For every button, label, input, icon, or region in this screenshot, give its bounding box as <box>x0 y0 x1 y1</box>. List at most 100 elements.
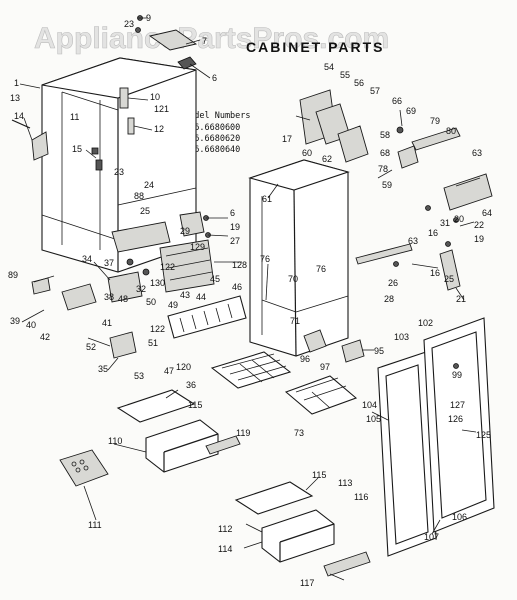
freezer-door-part <box>423 317 495 533</box>
callout-c57: 57 <box>370 86 380 96</box>
callout-c60: 60 <box>302 148 312 158</box>
top-hinge-part <box>135 15 198 70</box>
fresh-food-door-part <box>377 351 437 557</box>
callout-c105: 105 <box>366 414 381 424</box>
crisper-cover-part <box>116 389 196 423</box>
callout-c46: 46 <box>232 282 242 292</box>
callout-c27: 27 <box>230 236 240 246</box>
lower-crisper-cover-part <box>234 481 314 515</box>
callout-c9: 9 <box>146 13 151 23</box>
callout-c69: 69 <box>406 106 416 116</box>
callout-c114: 114 <box>218 544 232 554</box>
callout-c66: 66 <box>392 96 402 106</box>
control-assembly-part <box>107 239 215 303</box>
model-number: 106.6680600 <box>184 123 240 133</box>
door-rail-part <box>396 126 461 169</box>
callout-c115b: 115 <box>312 470 326 480</box>
callout-c113: 113 <box>338 478 352 488</box>
callout-c68: 68 <box>380 148 390 158</box>
callout-c41: 41 <box>102 318 112 328</box>
callout-c59: 59 <box>382 180 392 190</box>
callout-c110: 110 <box>108 436 122 446</box>
callout-c24: 24 <box>144 180 154 190</box>
callout-c120: 120 <box>176 362 191 372</box>
callout-c49: 49 <box>168 300 178 310</box>
callout-c21: 21 <box>456 294 466 304</box>
lower-side-bracket-part <box>179 211 211 238</box>
callout-c23b: 23 <box>114 167 124 177</box>
diagram-title: CABINET PARTS <box>246 39 385 55</box>
callout-c38: 38 <box>104 292 114 302</box>
crisper-drawer-part <box>145 419 219 473</box>
egg-tray-part <box>59 449 109 487</box>
callout-c6b: 6 <box>230 208 235 218</box>
callout-c12: 12 <box>154 124 164 134</box>
callout-c117: 117 <box>300 578 314 588</box>
callout-c37: 37 <box>104 258 114 268</box>
callout-c1: 1 <box>14 78 19 88</box>
watermark-text: AppliancePartsPros.com <box>34 22 389 55</box>
callout-c56: 56 <box>354 78 364 88</box>
callout-c39: 39 <box>10 316 20 326</box>
wire-shelf-part <box>210 351 292 389</box>
callout-c34: 34 <box>82 254 92 264</box>
callout-c89: 89 <box>8 270 18 280</box>
model-number: 106.6680640 <box>184 145 240 155</box>
callout-c64: 64 <box>482 208 492 218</box>
callout-c6a: 6 <box>212 73 217 83</box>
callout-c15: 15 <box>72 144 82 154</box>
callout-c29: 29 <box>180 226 190 236</box>
callout-c14: 14 <box>14 111 24 121</box>
callout-c10: 10 <box>150 92 160 102</box>
callout-c26: 26 <box>388 278 398 288</box>
callout-c88: 88 <box>134 191 144 201</box>
callout-c104: 104 <box>362 400 377 410</box>
leveling-leg-part <box>31 277 137 359</box>
callout-c16b: 16 <box>430 268 440 278</box>
callout-c40: 40 <box>26 320 36 330</box>
callout-c62: 62 <box>322 154 332 164</box>
callout-c71: 71 <box>290 316 300 326</box>
callout-c35: 35 <box>98 364 108 374</box>
callout-c61: 61 <box>262 194 272 204</box>
callout-c42: 42 <box>40 332 50 342</box>
callout-c16a: 16 <box>428 228 438 238</box>
callout-c48: 48 <box>118 294 128 304</box>
callout-c63a: 63 <box>472 148 482 158</box>
callout-c45: 45 <box>210 274 220 284</box>
callout-c25: 25 <box>140 206 150 216</box>
callout-c11: 11 <box>70 112 79 122</box>
callout-c70: 70 <box>288 274 298 284</box>
model-heading: Model Numbers <box>184 111 251 121</box>
callout-c47: 47 <box>164 366 174 376</box>
callout-c103: 103 <box>394 332 409 342</box>
callout-c127: 127 <box>450 400 465 410</box>
callout-c13: 13 <box>10 93 20 103</box>
lower-crisper-drawer-part <box>261 509 335 563</box>
callout-c73: 73 <box>294 428 304 438</box>
callout-c95: 95 <box>374 346 384 356</box>
liner-rail-part <box>299 89 369 163</box>
callout-c7: 7 <box>202 36 207 46</box>
callout-c99: 99 <box>452 370 462 380</box>
callout-c36: 36 <box>186 380 196 390</box>
hinge-pin-part <box>355 241 461 291</box>
callout-c76a: 76 <box>260 254 270 264</box>
callout-c19a: 19 <box>230 222 240 232</box>
callout-c78: 78 <box>378 164 388 174</box>
callout-c55: 55 <box>340 70 350 80</box>
freezer-basket-part <box>284 375 358 415</box>
lower-drawer-handle-part <box>323 551 371 577</box>
callout-c96: 96 <box>300 354 310 364</box>
bottom-hinge-part <box>303 329 365 363</box>
callout-c126: 126 <box>448 414 463 424</box>
callout-c44: 44 <box>196 292 206 302</box>
callout-c79: 79 <box>430 116 440 126</box>
callout-c111: 111 <box>88 520 102 530</box>
callout-c128: 128 <box>232 260 247 270</box>
model-number-block: Model Numbers 106.6680600 106.6680620 10… <box>184 111 251 155</box>
callout-c43: 43 <box>180 290 190 300</box>
